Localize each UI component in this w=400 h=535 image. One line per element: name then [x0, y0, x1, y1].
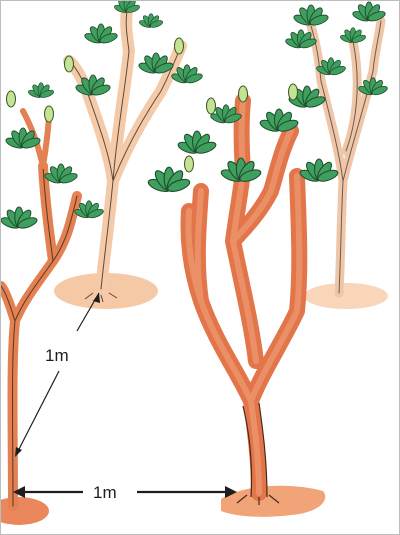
horizontal-distance-label: 1m [93, 483, 117, 502]
vertical-distance-label: 1m [45, 346, 69, 365]
ground-patch-right [304, 283, 388, 309]
diagonal-arrow-lower [17, 371, 59, 453]
ground-patch-main [221, 486, 325, 517]
background-tree-center [54, 1, 203, 309]
arrowhead-bottom [15, 447, 22, 457]
